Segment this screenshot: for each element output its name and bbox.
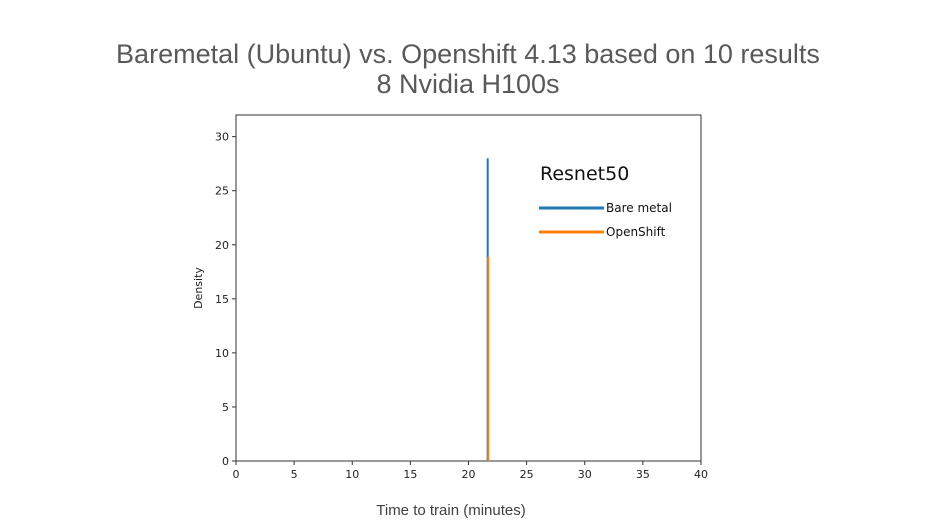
x-tick-label: 0	[233, 468, 240, 481]
y-tick-label: 25	[215, 185, 229, 198]
x-tick-label: 30	[578, 468, 592, 481]
x-tick-label: 20	[462, 468, 476, 481]
y-tick-label: 0	[222, 455, 229, 468]
y-tick-label: 15	[215, 293, 229, 306]
x-tick-label: 10	[345, 468, 359, 481]
plot-frame	[235, 114, 702, 462]
x-ticks: 0 5 10 15 20 25 30 35 40	[233, 461, 708, 481]
series	[486, 158, 490, 461]
axes	[235, 114, 702, 462]
legend-label: Bare metal	[606, 201, 672, 215]
x-tick-label: 5	[291, 468, 298, 481]
x-axis-label: Time to train (minutes)	[376, 502, 526, 519]
x-tick-label: 25	[520, 468, 534, 481]
y-tick-label: 20	[215, 239, 229, 252]
y-tick-label: 10	[215, 347, 229, 360]
x-tick-label: 35	[636, 468, 650, 481]
y-ticks: 0 5 10 15 20 25 30	[215, 131, 236, 468]
legend-label: OpenShift	[606, 225, 666, 239]
x-tick-label: 15	[403, 468, 417, 481]
chart-annotation: Resnet50	[540, 163, 629, 185]
y-axis-label: Density	[192, 267, 205, 309]
slide-subtitle: 8 Nvidia H100s	[376, 69, 560, 99]
y-tick-label: 30	[215, 131, 229, 144]
y-tick-label: 5	[222, 401, 229, 414]
slide-title: Baremetal (Ubuntu) vs. Openshift 4.13 ba…	[116, 39, 820, 69]
x-tick-label: 40	[694, 468, 708, 481]
